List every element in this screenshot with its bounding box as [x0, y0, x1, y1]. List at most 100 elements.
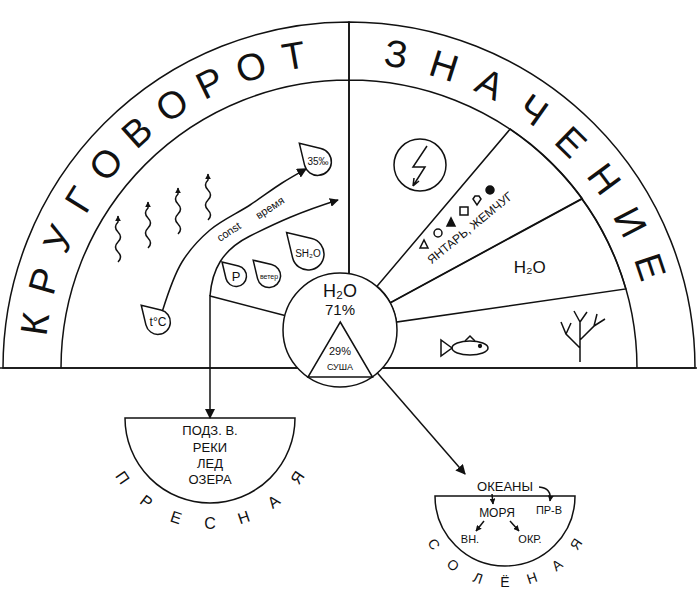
drop-node: SH₂O [285, 231, 325, 271]
node-text: ОЗЕРА [188, 473, 231, 486]
node-text: ОКЕАНЫ [477, 480, 533, 493]
outline-path [286, 232, 323, 269]
drop-node: 35‰ [298, 142, 332, 176]
letter: Н [580, 157, 627, 202]
outline-path [308, 322, 372, 377]
triangle-node: 29% СУША [308, 322, 372, 377]
letter: В [115, 110, 159, 155]
letter: У [37, 220, 82, 258]
letter: П [113, 468, 133, 487]
outline-path [435, 496, 575, 566]
node-text: ВН. [461, 534, 479, 545]
outline-path [390, 199, 626, 322]
letter: Ч [512, 87, 555, 133]
letter: А [549, 556, 565, 573]
circle-node: H₂O 71% 29% СУША [283, 273, 397, 387]
drop-node: ветер [252, 259, 281, 288]
letter: О [82, 141, 130, 188]
node-text: СУША [327, 363, 353, 372]
energy-circle [394, 139, 446, 191]
node-text: ПР-В [536, 505, 562, 516]
outline-path [125, 418, 295, 503]
letter: С [204, 516, 216, 532]
node-text: РЕКИ [193, 441, 227, 454]
node-text: ветер [260, 272, 278, 279]
letter: А [265, 493, 283, 512]
node-text: ЗНАЧЕНИЕ [349, 22, 695, 368]
outline-path [141, 305, 170, 334]
fish-body [452, 341, 488, 355]
evaporation-arrow [176, 188, 181, 234]
bowl-node: ПОДЗ. В. РЕКИ ЛЕД ОЗЕРАПРЕСНАЯ [125, 418, 295, 503]
letter: Ё [500, 575, 509, 589]
node-text: МОРЯ [479, 507, 515, 519]
evaporation-arrow [206, 174, 211, 220]
flow-arrow [539, 487, 550, 501]
gem-symbol [447, 218, 455, 226]
bowl-node: ОКЕАНЫМОРЯПР-ВВН.ОКР.СОЛЁНАЯ [435, 474, 575, 566]
fish-tail [441, 340, 452, 356]
node-text: H₂O [323, 282, 357, 300]
letter: Р [23, 263, 67, 298]
letter: И [607, 201, 653, 243]
letter: Е [169, 509, 184, 528]
letter: Я [288, 468, 308, 487]
node-text: ПРЕСНАЯ [125, 418, 295, 503]
outline-path [349, 22, 695, 368]
connector [377, 373, 465, 474]
flow-arrow [476, 521, 484, 531]
gem-symbol [434, 229, 442, 237]
node-text: 29% [329, 346, 351, 357]
evaporation-arrow [146, 202, 151, 248]
outline-path [222, 262, 246, 286]
gem-symbol [460, 207, 468, 215]
node-text: ПОДЗ. В. [182, 424, 237, 437]
letter: Р [137, 493, 155, 512]
lightning-symbol [413, 146, 427, 186]
band-label: const [215, 220, 243, 244]
outline-path [283, 273, 397, 387]
fish-fin [465, 336, 475, 341]
evaporation-arrow [116, 216, 121, 262]
letter: Я [567, 536, 584, 552]
pearl-symbol [486, 186, 494, 194]
letter: Л [471, 569, 484, 585]
letter: Т [279, 35, 308, 76]
letter: О [444, 556, 461, 574]
node-text: 35‰ [307, 157, 328, 167]
plant-symbol [561, 311, 605, 362]
connector [163, 169, 307, 311]
node-text: ЛЕД [197, 457, 223, 470]
node-text: SH₂O [295, 249, 321, 259]
node-text: 71% [325, 302, 355, 317]
drop-node: P [221, 261, 247, 287]
outline-path [253, 260, 280, 287]
fish-eye [479, 345, 482, 348]
letter: К [15, 310, 56, 337]
letter: Н [525, 569, 539, 585]
letter: О [149, 81, 195, 129]
letter: Е [549, 119, 594, 164]
gem-symbol [473, 196, 481, 205]
node-text: ЯНТАРЬ, ЖЕМЧУГ [425, 190, 515, 266]
letter: Н [426, 43, 464, 87]
letter: Е [628, 249, 672, 285]
node-text: СОЛЁНАЯ [435, 474, 575, 566]
letter: О [231, 44, 271, 89]
node-outline [390, 199, 626, 322]
outline-path [300, 144, 332, 176]
connector [210, 296, 285, 418]
node-text: H₂O [514, 258, 546, 275]
letter: Г [59, 181, 102, 219]
node-text: t°C [150, 316, 167, 328]
letter: Н [236, 509, 252, 528]
band-label: время [254, 195, 287, 221]
wedge-node: H₂O [390, 199, 626, 322]
letter: С [425, 536, 442, 552]
letter: А [471, 62, 511, 107]
drop-node: t°C [140, 304, 171, 335]
gem-symbol [420, 240, 428, 248]
sector-node: ЗНАЧЕНИЕЯНТАРЬ, ЖЕМЧУГH₂O [349, 22, 695, 368]
letter: Р [190, 60, 229, 105]
